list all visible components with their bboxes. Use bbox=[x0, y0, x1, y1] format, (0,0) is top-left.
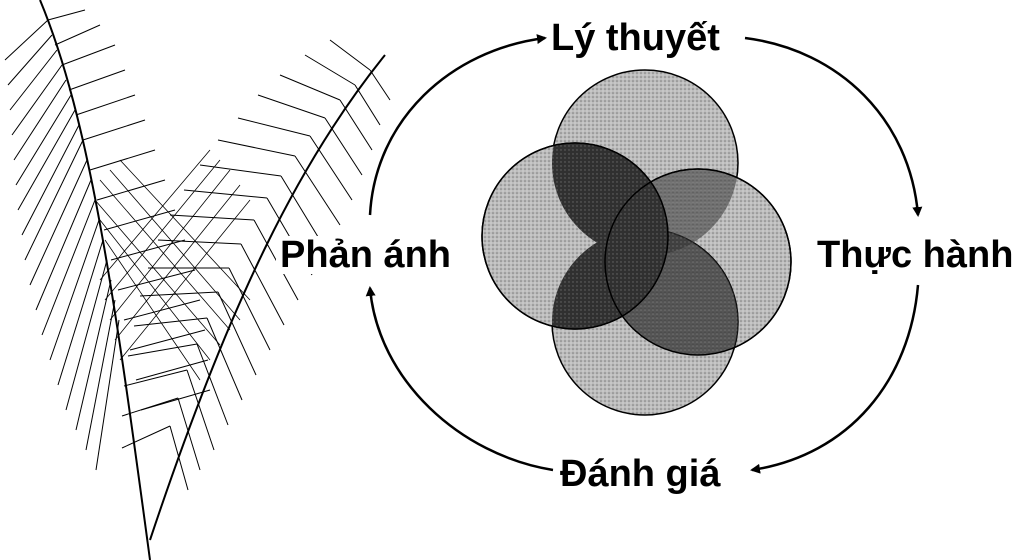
feather-right-shaft bbox=[150, 55, 385, 540]
label-practice: Thực hành bbox=[813, 236, 1017, 274]
arrow-icon bbox=[752, 285, 918, 470]
label-reflection: Phản ánh bbox=[276, 236, 455, 274]
label-evaluation: Đánh giá bbox=[556, 455, 724, 493]
feather-crosshatch bbox=[95, 150, 250, 380]
feather-left-shaft bbox=[40, 0, 150, 560]
arrow-icon bbox=[745, 38, 918, 215]
label-theory: Lý thuyết bbox=[547, 19, 724, 57]
feather-illustration bbox=[5, 0, 390, 560]
overlapping-circles bbox=[482, 70, 791, 415]
